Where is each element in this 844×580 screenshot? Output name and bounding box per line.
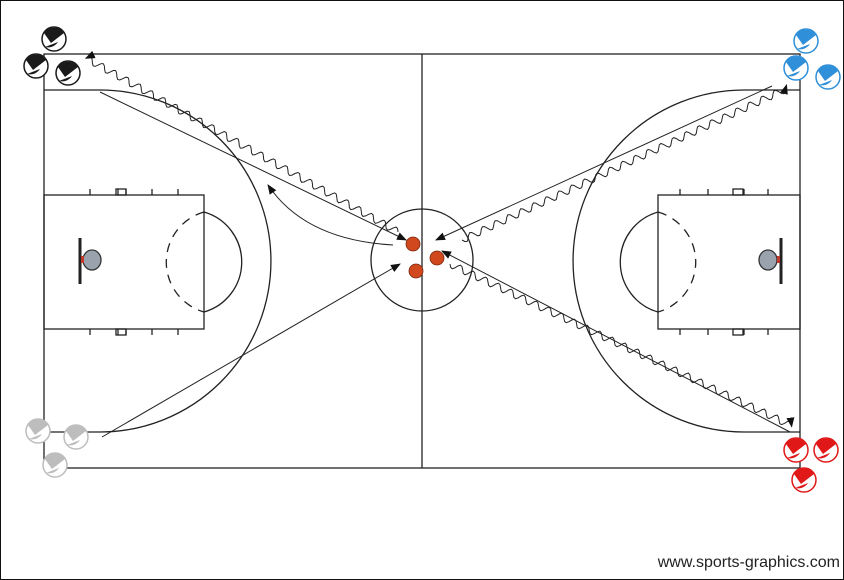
player-marker [783, 437, 809, 463]
curved-run-path-to-left-wing [267, 184, 394, 246]
player-marker [815, 64, 841, 90]
basketballs [405, 236, 445, 279]
player-marker [23, 53, 49, 79]
player-marker [42, 452, 68, 478]
player-marker [813, 437, 839, 463]
player-marker [791, 467, 817, 493]
right-half-court [572, 89, 801, 433]
center-circle [370, 208, 474, 312]
player-marker [793, 28, 819, 54]
player-marker [783, 55, 809, 81]
run-path-white-to-center [101, 263, 401, 438]
basketball [429, 250, 445, 266]
run-path-red-to-center [441, 250, 791, 433]
court [43, 53, 801, 469]
left-key [43, 194, 205, 330]
dribble-path-to-black-group [84, 50, 399, 233]
movement-paths [84, 50, 795, 438]
right-rim-connector [777, 256, 780, 263]
right-free-throw-arc [619, 211, 659, 313]
player-marker [63, 424, 89, 450]
dribble-path-to-blue-group [461, 84, 788, 243]
player-marker [55, 60, 81, 86]
left-hoop [82, 249, 102, 271]
left-free-throw-arc [203, 211, 243, 313]
basketball [408, 263, 424, 279]
watermark-text: www.sports-graphics.com [657, 554, 840, 571]
dribble-path-to-red-group [449, 263, 795, 428]
right-key [657, 194, 801, 330]
run-path-blue-to-center [435, 85, 773, 241]
right-three-point-line [572, 89, 800, 433]
right-free-throw-arc-dashed [657, 211, 697, 313]
run-path-black-to-center [99, 91, 407, 241]
left-three-point-line [44, 89, 272, 433]
player-marker [25, 418, 51, 444]
player-marker [41, 26, 67, 52]
right-hoop [758, 249, 778, 271]
black-player-group [23, 26, 81, 86]
basketball [405, 236, 421, 252]
white-player-group [25, 418, 89, 478]
red-player-group [783, 437, 839, 493]
players [23, 26, 841, 493]
right-lane-marks [679, 188, 769, 336]
left-lane-marks [89, 188, 179, 336]
left-free-throw-arc-dashed [165, 211, 205, 313]
left-half-court [43, 89, 272, 433]
left-rim-connector [81, 256, 84, 263]
blue-player-group [783, 28, 841, 90]
